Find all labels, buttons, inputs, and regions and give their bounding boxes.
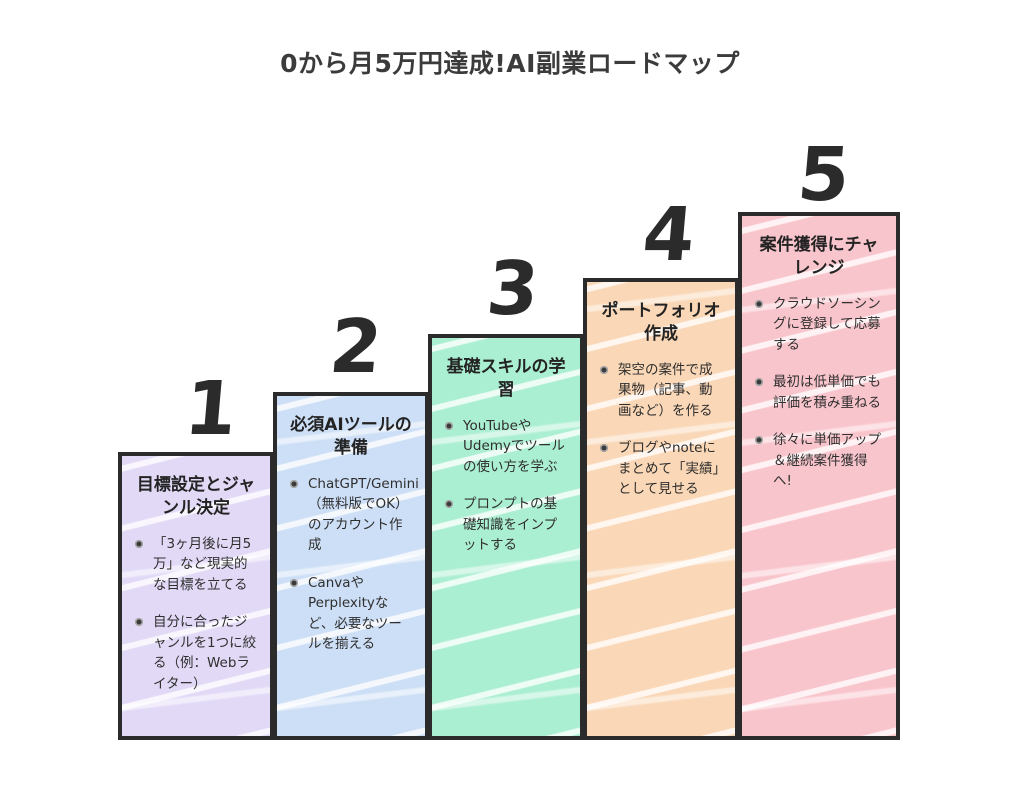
step-bullets-4: 架空の案件で成果物（記事、動画など）を作る ブログやnoteにまとめて「実績」と… [599, 360, 723, 500]
step-number-1: 1 [181, 366, 241, 452]
list-item: ブログやnoteにまとめて「実績」として見せる [599, 438, 723, 500]
bullet-dot-icon [290, 578, 298, 587]
list-item: YouTubeやUdemyでツールの使い方を学ぶ [444, 416, 568, 478]
step-column-2-content: 必須AIツールの準備 ChatGPT/Gemini（無料版でOK）のアカウント作… [277, 396, 425, 655]
list-item: プロンプトの基礎知識をインプットする [444, 494, 568, 556]
bullet-dot-icon [755, 436, 763, 445]
step-heading-2: 必須AIツールの準備 [290, 415, 412, 458]
step-bullets-5: クラウドソーシングに登録して応募する 最初は低単価でも評価を積み重ねる 徐々に単… [754, 294, 884, 492]
step-number-3: 3 [483, 246, 543, 332]
step-column-4[interactable]: ポートフォリオ作成 架空の案件で成果物（記事、動画など）を作る ブログやnote… [583, 278, 739, 740]
bullet-text: YouTubeやUdemyでツールの使い方を学ぶ [463, 417, 565, 475]
bullet-dot-icon [445, 500, 453, 509]
step-column-1[interactable]: 目標設定とジャンル決定 「3ヶ月後に月5万」など現実的な目標を立てる 自分に合っ… [118, 452, 274, 740]
list-item: 徐々に単価アップ＆継続案件獲得へ! [754, 430, 884, 492]
list-item: クラウドソーシングに登録して応募する [754, 294, 884, 356]
page-title: 0から月5万円達成!AI副業ロードマップ [280, 49, 740, 78]
bullet-dot-icon [290, 479, 298, 488]
bullet-text: ブログやnoteにまとめて「実績」として見せる [618, 440, 720, 498]
bullet-text: 架空の案件で成果物（記事、動画など）を作る [618, 361, 713, 419]
bullet-dot-icon [600, 444, 608, 453]
bullet-text: クラウドソーシングに登録して応募する [773, 295, 881, 353]
list-item: ChatGPT/Gemini（無料版でOK）のアカウント作成 [289, 474, 419, 556]
bullet-text: CanvaやPerplexityなど、必要なツールを揃える [308, 574, 402, 653]
step-column-4-content: ポートフォリオ作成 架空の案件で成果物（記事、動画など）を作る ブログやnote… [587, 282, 735, 500]
step-number-2: 2 [326, 304, 386, 390]
step-number-5: 5 [794, 132, 854, 218]
bullet-dot-icon [600, 365, 608, 374]
step-heading-1: 目標設定とジャンル決定 [136, 475, 256, 518]
bullet-dot-icon [135, 539, 143, 548]
list-item: 最初は低単価でも評価を積み重ねる [754, 372, 884, 413]
bullet-text: プロンプトの基礎知識をインプットする [463, 496, 558, 554]
step-column-5[interactable]: 案件獲得にチャレンジ クラウドソーシングに登録して応募する 最初は低単価でも評価… [738, 212, 900, 740]
step-column-3[interactable]: 基礎スキルの学習 YouTubeやUdemyでツールの使い方を学ぶ プロンプトの… [428, 334, 584, 740]
bullet-dot-icon [755, 299, 763, 308]
bullet-text: 最初は低単価でも評価を積み重ねる [773, 374, 881, 411]
list-item: 「3ヶ月後に月5万」など現実的な目標を立てる [134, 534, 258, 596]
bullet-text: 自分に合ったジャンルを1つに絞る（例：Webライター） [153, 614, 257, 692]
bullet-text: 「3ヶ月後に月5万」など現実的な目標を立てる [153, 535, 252, 593]
bullet-dot-icon [755, 378, 763, 387]
list-item: 自分に合ったジャンルを1つに絞る（例：Webライター） [134, 612, 258, 694]
step-column-1-content: 目標設定とジャンル決定 「3ヶ月後に月5万」など現実的な目標を立てる 自分に合っ… [122, 456, 270, 694]
step-bullets-1: 「3ヶ月後に月5万」など現実的な目標を立てる 自分に合ったジャンルを1つに絞る（… [134, 534, 258, 695]
step-heading-5: 案件獲得にチャレンジ [759, 235, 879, 278]
step-heading-3: 基礎スキルの学習 [446, 357, 566, 400]
bullet-dot-icon [445, 421, 453, 430]
step-column-5-content: 案件獲得にチャレンジ クラウドソーシングに登録して応募する 最初は低単価でも評価… [742, 216, 896, 492]
bullet-dot-icon [135, 618, 143, 627]
step-bullets-2: ChatGPT/Gemini（無料版でOK）のアカウント作成 CanvaやPer… [289, 474, 419, 655]
bullet-text: 徐々に単価アップ＆継続案件獲得へ! [773, 432, 881, 490]
step-number-4: 4 [639, 192, 699, 278]
step-heading-4: ポートフォリオ作成 [601, 301, 721, 344]
step-column-2[interactable]: 必須AIツールの準備 ChatGPT/Gemini（無料版でOK）のアカウント作… [273, 392, 429, 740]
step-column-3-content: 基礎スキルの学習 YouTubeやUdemyでツールの使い方を学ぶ プロンプトの… [432, 338, 580, 556]
list-item: CanvaやPerplexityなど、必要なツールを揃える [289, 573, 413, 655]
step-bullets-3: YouTubeやUdemyでツールの使い方を学ぶ プロンプトの基礎知識をインプッ… [444, 416, 568, 556]
list-item: 架空の案件で成果物（記事、動画など）を作る [599, 360, 723, 422]
bullet-text: ChatGPT/Gemini（無料版でOK）のアカウント作成 [308, 475, 419, 554]
